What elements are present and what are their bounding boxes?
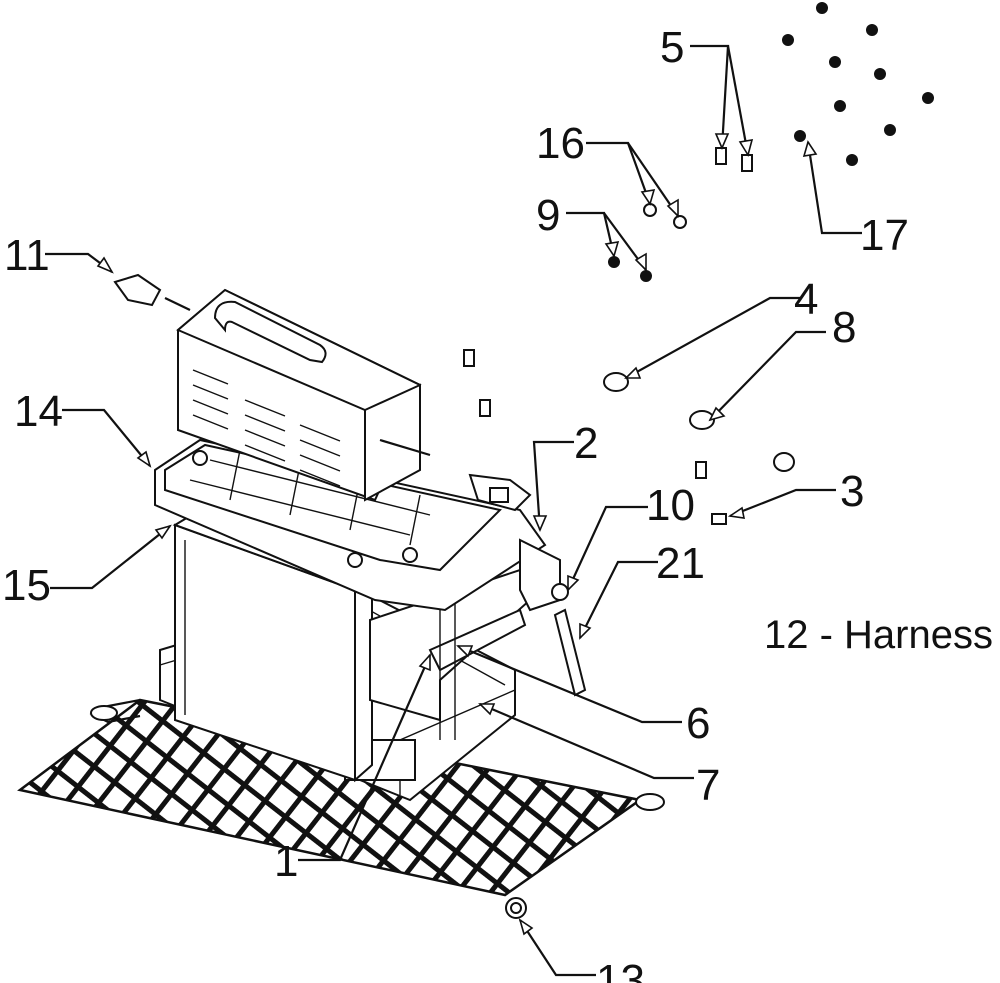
callout-17: 17	[860, 211, 909, 260]
callout-13: 13	[596, 956, 645, 983]
callout-21: 21	[656, 539, 705, 588]
callout-2: 2	[574, 419, 598, 468]
callout-3: 3	[840, 467, 864, 516]
harness-note: 12 - Harness	[764, 613, 993, 657]
callout-10: 10	[646, 481, 695, 530]
callout-labels: 1 2 3 4 5 6 7 8 9 10 11 13 14 15 16 17 2…	[2, 23, 993, 983]
harness-connector	[468, 473, 532, 512]
callout-7: 7	[696, 761, 720, 810]
callout-15: 15	[2, 561, 51, 610]
leader-lines	[45, 44, 862, 977]
callout-6: 6	[686, 699, 710, 748]
cargo-net	[17, 698, 665, 919]
callout-9: 9	[536, 191, 560, 240]
callout-1: 1	[274, 837, 298, 886]
callout-5: 5	[660, 23, 684, 72]
callout-8: 8	[832, 303, 856, 352]
callout-11: 11	[4, 231, 50, 280]
rack-frame	[154, 438, 569, 612]
power-plug	[113, 273, 191, 311]
callout-16: 16	[536, 119, 585, 168]
hardware-parts	[463, 2, 934, 525]
callout-4: 4	[794, 275, 818, 324]
charger-unit	[176, 288, 431, 502]
strap	[553, 608, 587, 697]
callout-14: 14	[14, 387, 63, 436]
